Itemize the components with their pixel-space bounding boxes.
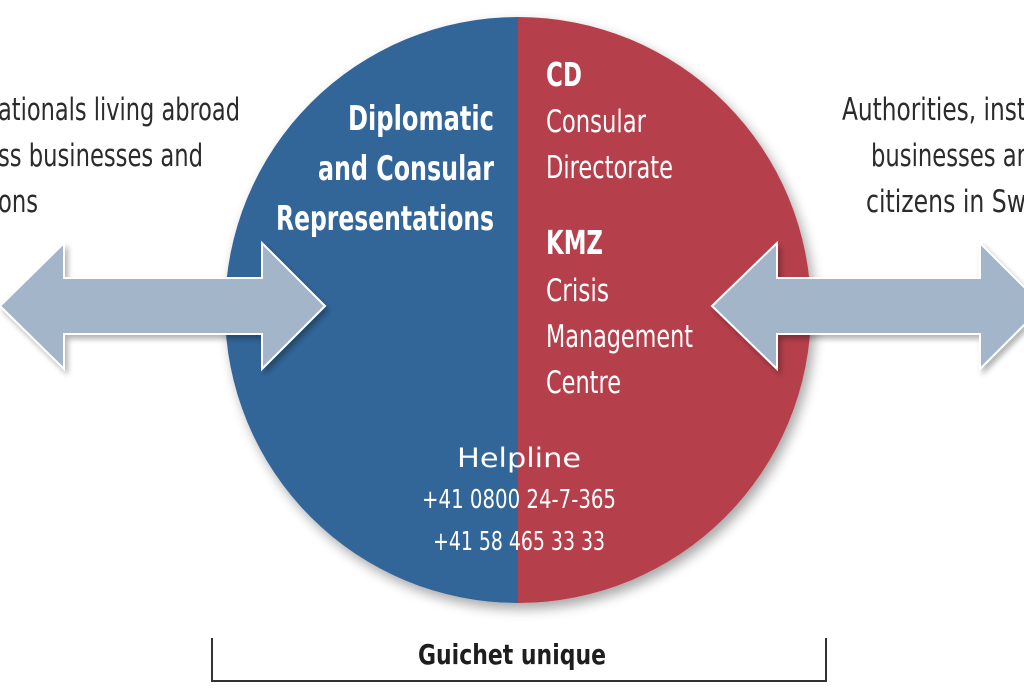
- kmz-line-2: Management: [546, 319, 693, 355]
- guichet-unique-label: Guichet unique: [418, 638, 606, 671]
- helpline-block: Helpline +41 0800 24-7-365 +41 58 465 33…: [422, 443, 616, 557]
- diplomatic-line-3: Representations: [276, 199, 494, 239]
- right-audience-line-2: businesses ar: [871, 138, 1024, 174]
- bracket-line: [211, 638, 827, 682]
- diplomatic-line-2: and Consular: [318, 149, 494, 189]
- left-audience-text: ationals living abroad ss businesses and…: [0, 92, 240, 220]
- kmz-code: KMZ: [546, 223, 603, 262]
- helpline-phone-1: +41 0800 24-7-365: [422, 485, 616, 515]
- right-audience-line-1: Authorities, inst: [842, 92, 1024, 128]
- left-audience-line-3: ons: [0, 184, 38, 220]
- right-audience-line-3: citizens in Sw: [866, 184, 1024, 220]
- diplomatic-representations-label: Diplomatic and Consular Representations: [276, 99, 494, 239]
- diplomatic-line-1: Diplomatic: [348, 99, 494, 139]
- helpline-title: Helpline: [457, 443, 581, 474]
- left-audience-line-2: ss businesses and: [0, 138, 203, 174]
- cd-block: CD Consular Directorate: [546, 55, 673, 186]
- kmz-line-1: Crisis: [546, 273, 609, 309]
- helpline-phone-2: +41 58 465 33 33: [433, 527, 605, 557]
- right-double-arrow: [710, 240, 1024, 372]
- left-audience-line-1: ationals living abroad: [0, 92, 240, 128]
- cd-code: CD: [546, 55, 582, 94]
- cd-line-2: Directorate: [546, 150, 673, 186]
- cd-line-1: Consular: [546, 104, 646, 140]
- guichet-unique-bracket: Guichet unique: [211, 638, 827, 682]
- right-audience-text: Authorities, inst businesses ar citizens…: [842, 92, 1024, 220]
- kmz-line-3: Centre: [546, 365, 621, 401]
- kmz-block: KMZ Crisis Management Centre: [546, 223, 693, 401]
- left-double-arrow: [0, 240, 327, 372]
